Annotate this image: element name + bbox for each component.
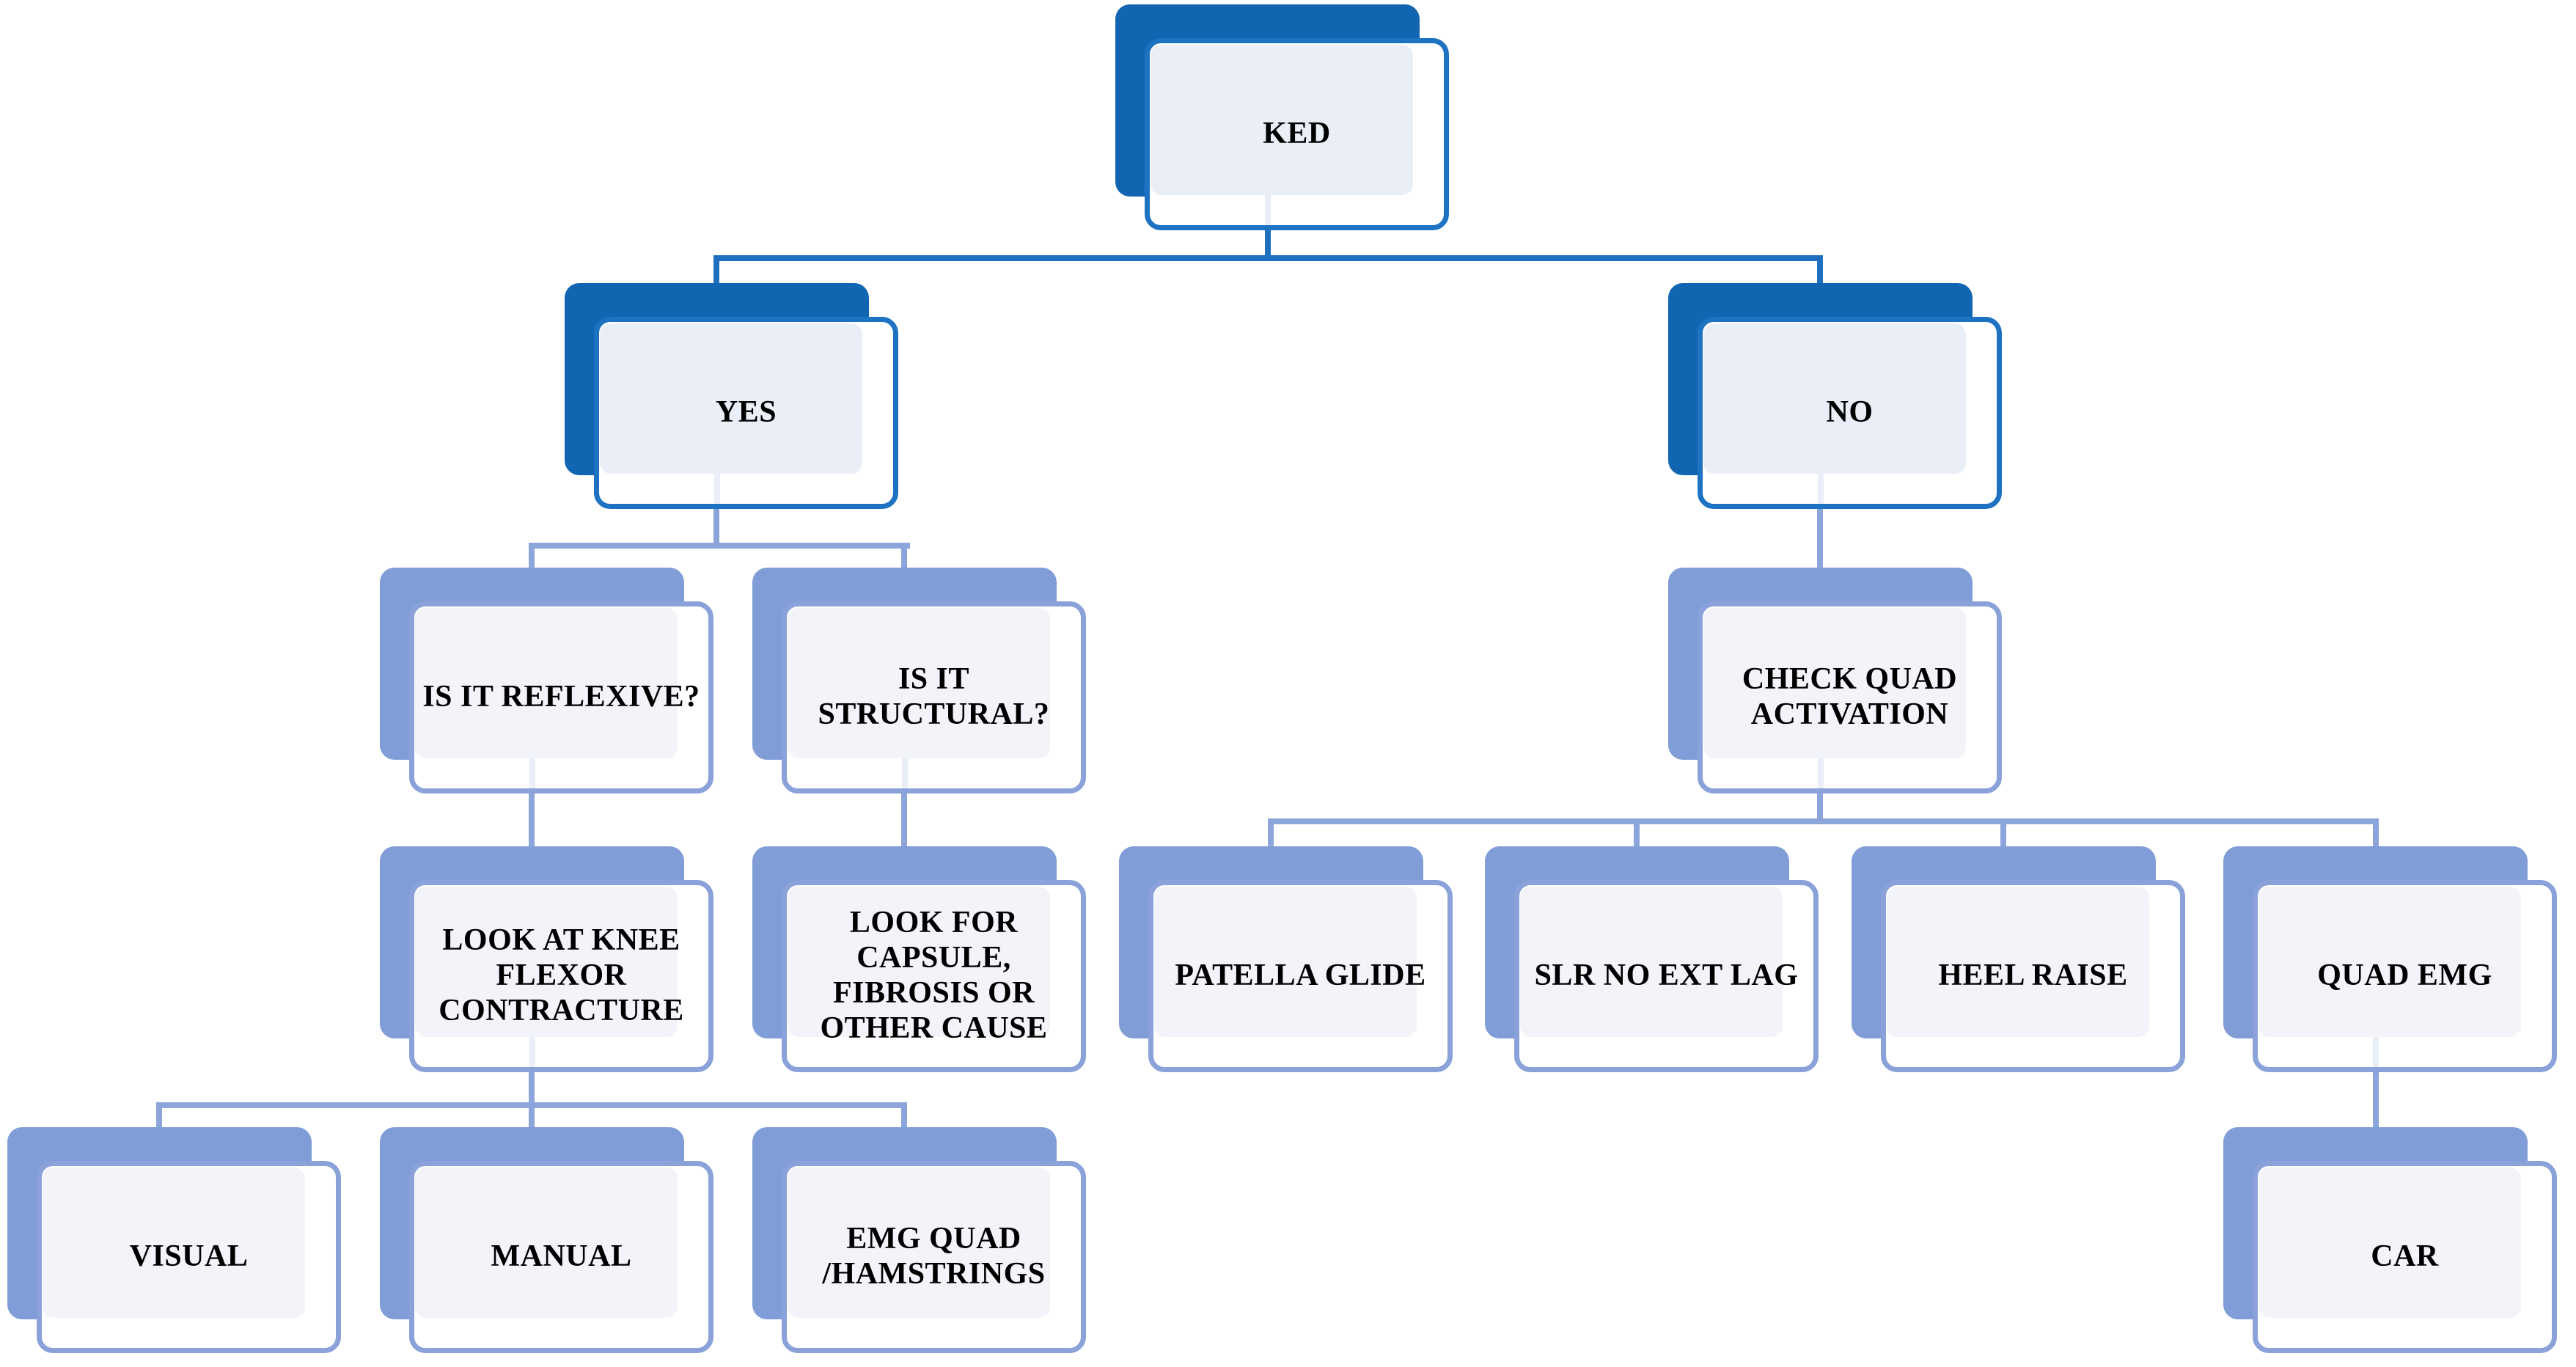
connector-slr-stub	[1634, 818, 1640, 852]
node-patella-glide: PATELLA GLIDE	[1119, 846, 1453, 1072]
node-tint-panel	[600, 323, 862, 474]
node-front-panel: QUAD EMG	[2253, 880, 2557, 1072]
node-tint-panel	[415, 608, 678, 758]
node-slr-no-ext-lag: SLR NO EXT LAG	[1485, 846, 1819, 1072]
node-emg-quad-hamstrings: EMG QUAD /HAMSTRINGS	[752, 1127, 1086, 1353]
node-tint-panel	[1703, 608, 1966, 758]
node-tint-panel	[415, 887, 678, 1037]
node-tint-panel	[1154, 887, 1417, 1037]
node-front-panel: HEEL RAISE	[1881, 880, 2185, 1072]
node-label: YES	[715, 395, 777, 430]
node-connector-seam	[714, 474, 720, 504]
node-check-quad-activation: CHECK QUAD ACTIVATION	[1668, 568, 2002, 794]
node-connector-seam	[1818, 758, 1824, 788]
node-front-panel: LOOK AT KNEE FLEXOR CONTRACTURE	[409, 880, 713, 1072]
node-label: MANUAL	[491, 1239, 632, 1274]
node-front-panel: MANUAL	[409, 1161, 713, 1353]
connector-yes-stub	[713, 255, 719, 290]
connector-no-stub	[1817, 255, 1823, 290]
node-tint-panel	[1887, 887, 2149, 1037]
node-front-panel: IS IT REFLEXIVE?	[409, 601, 713, 794]
node-no: NO	[1668, 283, 2002, 509]
connector-heel-stub	[2000, 818, 2006, 852]
node-heel-raise: HEEL RAISE	[1852, 846, 2185, 1072]
connector-emg-quad-ham-stub	[901, 1102, 907, 1133]
connector-knee-down	[529, 1069, 535, 1108]
node-tint-panel	[1520, 887, 1783, 1037]
node-label: EMG QUAD /HAMSTRINGS	[822, 1222, 1046, 1291]
node-label: NO	[1826, 395, 1874, 430]
node-front-panel: VISUAL	[37, 1161, 341, 1353]
node-label: HEEL RAISE	[1938, 959, 2128, 993]
node-front-panel: LOOK FOR CAPSULE, FIBROSIS OR OTHER CAUS…	[782, 880, 1086, 1072]
node-front-panel: NO	[1698, 317, 2002, 509]
connector-quad-emg-to-car	[2373, 1069, 2379, 1133]
connector-manual-stub	[529, 1102, 535, 1133]
node-front-panel: EMG QUAD /HAMSTRINGS	[782, 1161, 1086, 1353]
node-connector-seam	[529, 758, 535, 788]
node-yes: YES	[565, 283, 898, 509]
node-label: LOOK FOR CAPSULE, FIBROSIS OR OTHER CAUS…	[820, 906, 1048, 1045]
node-tint-panel	[788, 1168, 1050, 1318]
connector-patella-stub	[1268, 818, 1274, 852]
node-front-panel: CHECK QUAD ACTIVATION	[1698, 601, 2002, 794]
node-label: IS IT STRUCTURAL?	[818, 662, 1050, 731]
connector-no-to-check-quad	[1817, 506, 1823, 575]
connector-ked-stub	[1265, 227, 1271, 261]
node-is-it-structural: IS IT STRUCTURAL?	[752, 568, 1086, 794]
node-front-panel: KED	[1145, 38, 1449, 230]
node-connector-seam	[1265, 195, 1271, 225]
node-quad-emg: QUAD EMG	[2223, 846, 2557, 1072]
node-front-panel: PATELLA GLIDE	[1148, 880, 1453, 1072]
node-tint-panel	[2258, 887, 2521, 1037]
node-visual: VISUAL	[7, 1127, 341, 1353]
node-tint-panel	[1703, 323, 1966, 474]
node-label: PATELLA GLIDE	[1175, 959, 1426, 993]
node-car: CAR	[2223, 1127, 2557, 1353]
node-tint-panel	[1151, 45, 1413, 195]
node-label: VISUAL	[129, 1239, 249, 1274]
node-front-panel: IS IT STRUCTURAL?	[782, 601, 1086, 794]
node-tint-panel	[43, 1168, 305, 1318]
node-label: SLR NO EXT LAG	[1534, 959, 1799, 993]
node-label: QUAD EMG	[2317, 959, 2492, 993]
node-label: KED	[1263, 117, 1331, 151]
node-connector-seam	[529, 1037, 535, 1067]
node-label: LOOK AT KNEE FLEXOR CONTRACTURE	[438, 923, 684, 1027]
node-front-panel: YES	[594, 317, 898, 509]
connector-yes-down	[713, 506, 719, 549]
connector-structural-to-capsule	[901, 791, 907, 852]
connector-level2-horizontal	[713, 255, 1823, 261]
connector-structural-stub	[901, 543, 907, 575]
node-front-panel: CAR	[2253, 1161, 2557, 1353]
node-tint-panel	[788, 608, 1050, 758]
connector-check-quad-down	[1817, 791, 1823, 824]
connector-reflexive-to-knee	[529, 791, 535, 852]
connector-yes-children-horizontal	[529, 543, 910, 549]
node-is-it-reflexive: IS IT REFLEXIVE?	[380, 568, 713, 794]
node-ked: KED	[1115, 4, 1449, 230]
node-label: IS IT REFLEXIVE?	[422, 680, 700, 714]
node-connector-seam	[902, 758, 908, 788]
connector-quad-emg-stub	[2373, 818, 2379, 852]
node-tint-panel	[2258, 1168, 2521, 1318]
node-look-for-capsule-fibrosis: LOOK FOR CAPSULE, FIBROSIS OR OTHER CAUS…	[752, 846, 1086, 1072]
node-label: CAR	[2371, 1239, 2439, 1274]
node-front-panel: SLR NO EXT LAG	[1514, 880, 1819, 1072]
node-tint-panel	[415, 1168, 678, 1318]
node-tint-panel	[788, 887, 1050, 1037]
connector-check-quad-children-horizontal	[1268, 818, 2379, 824]
node-label: CHECK QUAD ACTIVATION	[1742, 662, 1958, 731]
node-manual: MANUAL	[380, 1127, 713, 1353]
connector-visual-stub	[156, 1102, 162, 1133]
connector-reflexive-stub	[529, 543, 535, 575]
node-connector-seam	[1818, 474, 1824, 504]
node-look-at-knee-flexor-contracture: LOOK AT KNEE FLEXOR CONTRACTURE	[380, 846, 713, 1072]
node-connector-seam	[2373, 1037, 2379, 1067]
